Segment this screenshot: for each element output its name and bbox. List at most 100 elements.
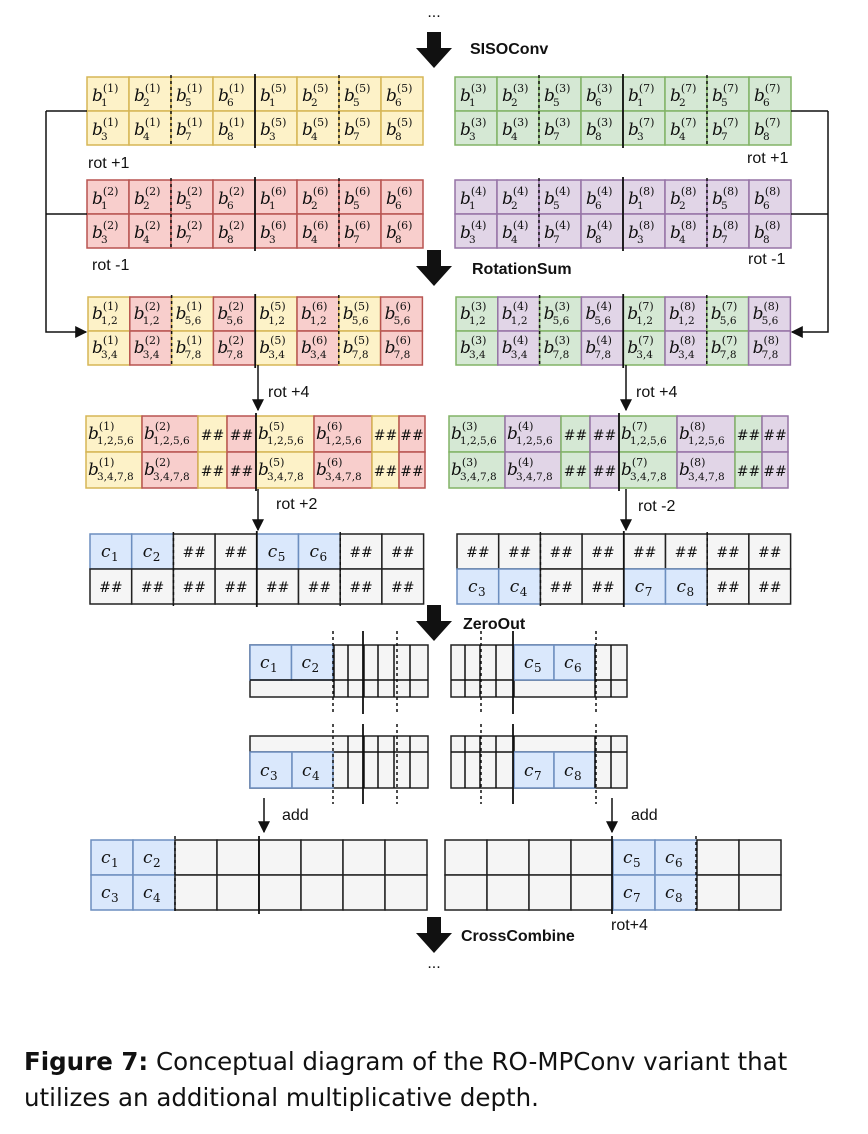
- cell-subscript: 1,2: [101, 315, 118, 327]
- block-red-cell: [170, 213, 214, 249]
- cell-subscript: 4: [143, 234, 150, 246]
- cell-label-b: b(4): [502, 300, 528, 324]
- rot4-left-cell: [85, 415, 143, 453]
- label-rot-plus4-left: rot +4: [268, 384, 309, 401]
- combined-left-cell: [384, 874, 428, 911]
- figure-caption: Figure 7: Conceptual diagram of the RO-M…: [24, 1044, 854, 1116]
- cell-label-b: b(1): [92, 82, 118, 106]
- cell-label-b: b(4): [502, 334, 528, 358]
- cell-subscript: 3,4,7,8: [97, 471, 134, 483]
- cell-label-b: b(4): [586, 219, 612, 243]
- cell-label-b: b(7): [670, 116, 696, 140]
- cell-label-b: b(3): [502, 116, 528, 140]
- block-purple-cell: [454, 213, 498, 249]
- cell-label-b: b(6): [344, 185, 370, 209]
- block-yellow-cell: [170, 76, 214, 112]
- zeroout-bottom-right-cell: [553, 751, 596, 789]
- cell-subscript: 1,2: [678, 315, 695, 327]
- top-ellipsis: ...: [427, 4, 440, 21]
- cell-subscript: 7: [185, 234, 192, 246]
- cell-subscript: 6: [320, 550, 328, 564]
- cell-label-c: c: [623, 883, 633, 903]
- combined-right-cell: [444, 839, 488, 876]
- cell-subscript: 8: [675, 891, 683, 905]
- placeholder-label: ##: [763, 428, 786, 444]
- cell-subscript: 7: [353, 234, 360, 246]
- placeholder-label: ##: [633, 545, 656, 561]
- cell-label-b: b(4): [585, 334, 611, 358]
- label-rot-plus4-final: rot+4: [611, 917, 648, 934]
- cell-subscript: 3: [637, 131, 644, 143]
- cipher-left-cell: [172, 533, 216, 570]
- rotsum-left-cell: [129, 330, 173, 366]
- placeholder-label: ##: [374, 428, 397, 444]
- placeholder-label: ##: [737, 428, 760, 444]
- cell-label-b: b(4): [502, 185, 528, 209]
- step-sisoconv: SISOConv: [470, 41, 548, 58]
- cell-subscript: 2: [311, 97, 318, 109]
- cell-subscript: 2: [153, 856, 161, 870]
- cell-subscript: 3: [478, 585, 486, 599]
- cell-subscript: 4: [511, 131, 518, 143]
- cell-label-b: b(1): [176, 82, 202, 106]
- cell-subscript: 6: [595, 200, 602, 212]
- cell-subscript: 1,2,5,6: [325, 435, 362, 447]
- cell-subscript: 1,2,5,6: [460, 435, 497, 447]
- cell-label-b: b(1): [134, 82, 160, 106]
- cell-subscript: 4: [679, 131, 686, 143]
- cell-label-b: b(1): [134, 116, 160, 140]
- cell-label-b: b(8): [670, 219, 696, 243]
- cell-subscript: 7,8: [762, 349, 779, 361]
- placeholder-label: ##: [230, 464, 253, 480]
- placeholder-label: ##: [201, 464, 224, 480]
- combined-right-cell: [612, 874, 656, 911]
- cell-label-c: c: [665, 883, 675, 903]
- cell-subscript: 8: [687, 585, 695, 599]
- rot4-right-cell: [761, 451, 789, 489]
- sisoconv-arrow: [416, 32, 452, 68]
- cell-subscript: 5,6: [553, 315, 570, 327]
- cell-subscript: 7: [534, 769, 542, 783]
- rotationsum-arrow: [416, 250, 452, 286]
- cell-label-b: b(3): [544, 116, 570, 140]
- cell-subscript: 2: [153, 550, 161, 564]
- rotsum-right-cell: [455, 330, 499, 366]
- cipher-left-cell: [339, 568, 383, 605]
- cell-label-b: b(4): [585, 300, 611, 324]
- cell-subscript: 7: [185, 131, 192, 143]
- cell-subscript: 7: [633, 891, 641, 905]
- placeholder-label: ##: [716, 545, 739, 561]
- block-green-cell: [664, 76, 708, 112]
- cell-subscript: 6: [574, 661, 582, 675]
- cell-label-b: b(3): [544, 82, 570, 106]
- block-purple-cell: [622, 213, 666, 249]
- rot4-right-cell: [448, 451, 506, 489]
- bottom-ellipsis: ...: [427, 955, 440, 972]
- cell-subscript: 4: [143, 131, 150, 143]
- label-rot-plus2: rot +2: [276, 496, 317, 513]
- cell-label-b: b(7): [711, 334, 737, 358]
- cell-label-c: c: [468, 577, 478, 597]
- cell-subscript: 3,4: [268, 349, 285, 361]
- zeroout-bottom-left-cell: [291, 751, 334, 789]
- cipher-right-cell: [706, 533, 750, 570]
- cipher-right-cell: [748, 568, 792, 605]
- cell-label-b: b(1): [176, 300, 202, 324]
- cell-subscript: 3: [469, 131, 476, 143]
- cell-label-b: b(2): [134, 219, 160, 243]
- cell-subscript: 3,4: [678, 349, 695, 361]
- block-purple-cell: [664, 179, 708, 215]
- cipher-left-cell: [89, 533, 133, 570]
- block-green-cell: [496, 76, 540, 112]
- cell-subscript: 1: [270, 661, 278, 675]
- rot4-right-cell: [589, 451, 620, 489]
- cell-label-b: b(2): [92, 185, 118, 209]
- cell-subscript: 5: [553, 97, 560, 109]
- rotsum-left-cell: [129, 296, 173, 332]
- placeholder-label: ##: [230, 428, 253, 444]
- block-green-cell: [706, 110, 750, 146]
- cell-label-b: b(6): [386, 219, 412, 243]
- combined-right-cell: [528, 874, 572, 911]
- combined-right-cell: [654, 839, 698, 876]
- combined-right-cell: [486, 874, 530, 911]
